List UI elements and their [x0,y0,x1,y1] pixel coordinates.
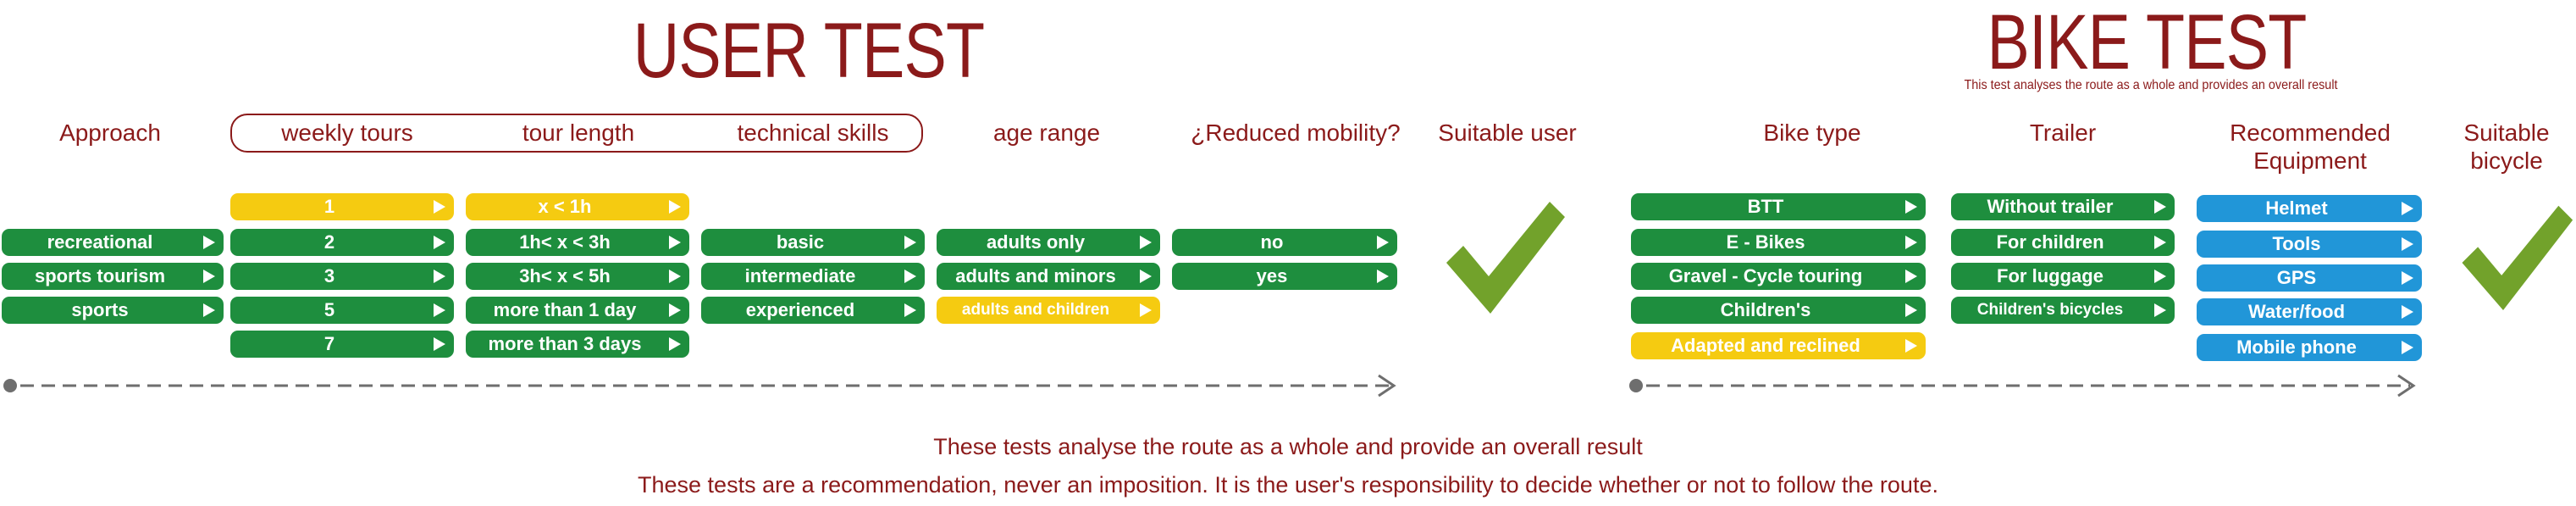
arrow-right-icon [2154,303,2166,317]
skills-experienced-pill[interactable]: experienced [701,297,925,324]
tour-length-1h-3h-pill[interactable]: 1h< x < 3h [466,229,689,256]
arrow-right-icon [2402,202,2413,215]
age-adults-minors-pill[interactable]: adults and minors [937,263,1160,290]
arrow-right-icon [2154,270,2166,283]
bike-type-btt-pill[interactable]: BTT [1631,193,1926,220]
age-adults-children-pill[interactable]: adults and children [937,297,1160,324]
bike-test-title: BIKE TEST [1987,0,2308,86]
weekly-tours-3-pill[interactable]: 3 [230,263,454,290]
footer-line-1: These tests analyse the route as a whole… [933,434,1643,459]
arrow-right-icon [669,236,681,249]
arrow-right-icon [1140,236,1152,249]
arrow-right-icon [434,303,445,317]
suitable-bicycle-check-icon [2462,205,2573,310]
arrow-right-icon [669,270,681,283]
arrow-right-icon [1905,303,1917,317]
trailer-children-pill[interactable]: For children [1951,229,2175,256]
skills-intermediate-pill[interactable]: intermediate [701,263,925,290]
skills-basic-pill[interactable]: basic [701,229,925,256]
arrow-right-icon [1140,303,1152,317]
trailer-childrens-bicycles-pill[interactable]: Children's bicycles [1951,297,2175,324]
technical-skills-header: technical skills [737,120,889,146]
arrow-right-icon [904,270,916,283]
suitable-user-header: Suitable user [1438,120,1577,146]
arrow-right-icon [1905,270,1917,283]
arrow-right-icon [2402,237,2413,251]
arrow-right-icon [2402,341,2413,354]
bike-test-subtitle: This test analyses the route as a whole … [1964,78,2338,92]
trailer-luggage-pill[interactable]: For luggage [1951,263,2175,290]
arrow-right-icon [434,270,445,283]
arrow-right-icon [203,236,215,249]
arrow-right-icon [904,303,916,317]
equipment-header: Recommended Equipment [2230,120,2391,175]
reduced-mobility-header: ¿Reduced mobility? [1191,120,1401,146]
equipment-water-food-pill[interactable]: Water/food [2197,298,2422,325]
tour-length-header: tour length [522,120,635,146]
weekly-tours-7-pill[interactable]: 7 [230,331,454,358]
arrow-right-icon [203,303,215,317]
tour-length-more-3-days-pill[interactable]: more than 3 days [466,331,689,358]
arrow-right-icon [1905,339,1917,353]
user-test-flow-arrow [3,374,1396,398]
arrow-right-icon [2154,236,2166,249]
weekly-tours-header: weekly tours [281,120,413,146]
bike-test-flow-arrow [1629,374,2416,398]
arrow-right-icon [2154,200,2166,214]
arrow-right-icon [1905,200,1917,214]
age-range-header: age range [992,120,1101,146]
suitable-bicycle-header: Suitable bicycle [2463,120,2550,175]
approach-header: Approach [59,120,161,146]
arrow-right-icon [1140,270,1152,283]
tour-length-more-1-day-pill[interactable]: more than 1 day [466,297,689,324]
equipment-tools-pill[interactable]: Tools [2197,231,2422,258]
suitable-user-check-icon [1446,202,1565,314]
weekly-tours-5-pill[interactable]: 5 [230,297,454,324]
bike-type-ebikes-pill[interactable]: E - Bikes [1631,229,1926,256]
arrow-right-icon [434,236,445,249]
bike-type-adapted-pill[interactable]: Adapted and reclined [1631,332,1926,359]
arrow-right-icon [434,337,445,351]
footer-line-2: These tests are a recommendation, never … [638,472,1938,498]
approach-recreational-pill[interactable]: recreational [2,229,224,256]
arrow-right-icon [1377,270,1389,283]
tour-length-3h-5h-pill[interactable]: 3h< x < 5h [466,263,689,290]
arrow-right-icon [2402,305,2413,319]
age-adults-only-pill[interactable]: adults only [937,229,1160,256]
arrow-right-icon [1377,236,1389,249]
mobility-yes-pill[interactable]: yes [1172,263,1397,290]
equipment-helmet-pill[interactable]: Helmet [2197,195,2422,222]
arrow-right-icon [669,303,681,317]
mobility-no-pill[interactable]: no [1172,229,1397,256]
equipment-gps-pill[interactable]: GPS [2197,264,2422,292]
arrow-right-icon [2402,271,2413,285]
approach-sports-tourism-pill[interactable]: sports tourism [2,263,224,290]
arrow-right-icon [434,200,445,214]
bracket-frame [230,114,923,153]
weekly-tours-2-pill[interactable]: 2 [230,229,454,256]
arrow-right-icon [669,200,681,214]
tour-length-under-1h-pill[interactable]: x < 1h [466,193,689,220]
bike-type-header: Bike type [1763,120,1861,146]
arrow-right-icon [669,337,681,351]
trailer-without-pill[interactable]: Without trailer [1951,193,2175,220]
approach-sports-pill[interactable]: sports [2,297,224,324]
bike-type-childrens-pill[interactable]: Children's [1631,297,1926,324]
arrow-right-icon [1905,236,1917,249]
trailer-header: Trailer [2029,120,2097,146]
weekly-tours-1-pill[interactable]: 1 [230,193,454,220]
bike-type-gravel-pill[interactable]: Gravel - Cycle touring [1631,263,1926,290]
user-test-title: USER TEST [633,8,985,94]
arrow-right-icon [203,270,215,283]
arrow-right-icon [904,236,916,249]
equipment-mobile-phone-pill[interactable]: Mobile phone [2197,334,2422,361]
